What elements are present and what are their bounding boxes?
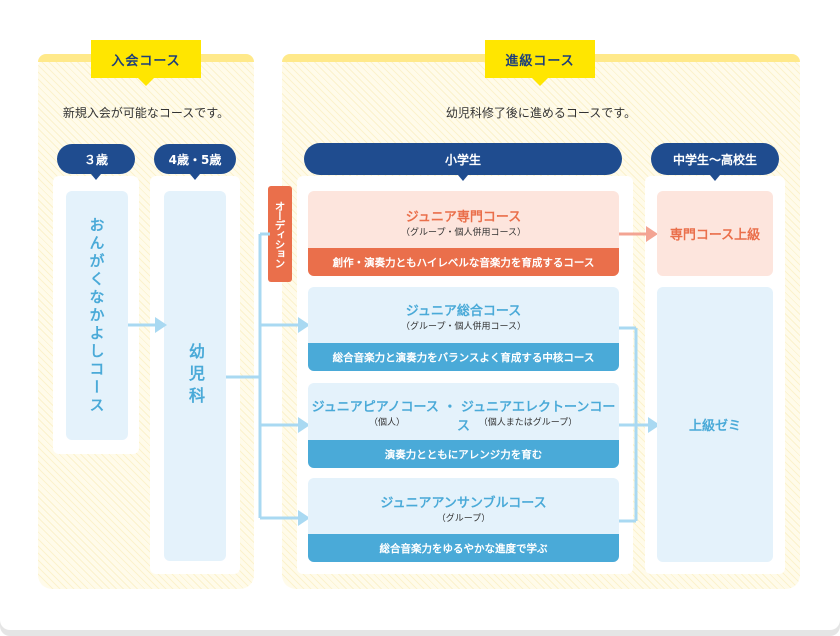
junior-sougou-title: ジュニア総合コース bbox=[405, 304, 522, 319]
senmon-upper-card: 専門コース上級 bbox=[657, 191, 773, 276]
audition-label: オーディション bbox=[273, 200, 286, 268]
junior-electone-sub: （個人またはグループ） bbox=[478, 418, 578, 428]
upper-seminar-label: 上級ゼミ bbox=[688, 419, 741, 434]
senmon-upper-label: 専門コース上級 bbox=[669, 228, 761, 243]
age45-label: 4歳・5歳 bbox=[154, 144, 236, 180]
entry-course-tab: 入会コース bbox=[91, 40, 201, 86]
junior-ensemble-title: ジュニアアンサンブルコース bbox=[380, 496, 547, 511]
elementary-label: 小学生 bbox=[304, 143, 622, 181]
junior-senmon-sub: （グループ・個人併用コース） bbox=[400, 228, 526, 238]
advanced-course-tab: 進級コース bbox=[485, 40, 595, 86]
upper-seminar-card: 上級ゼミ bbox=[657, 287, 773, 562]
junior-senmon-title: ジュニア専門コース bbox=[405, 210, 522, 225]
advanced-description: 幼児科修了後に進めるコースです。 bbox=[445, 106, 637, 120]
junior-piano-sub: （個人） bbox=[368, 418, 405, 428]
junior-ensemble-bar: 総合音楽力をゆるやかな進度で学ぶ bbox=[308, 534, 619, 562]
junior-ensemble-sub: （グループ） bbox=[436, 514, 491, 524]
junior-piano-electone-bar: 演奏力とともにアレンジ力を育む bbox=[308, 440, 619, 468]
nakayoshi-course: おんがくなかよしコース bbox=[66, 191, 128, 440]
age3-label: ３歳 bbox=[57, 144, 135, 180]
secondary-label: 中学生〜高校生 bbox=[651, 143, 779, 181]
junior-piano-electone-title: ジュニアピアノコース ・ ジュニアエレクトーンコース bbox=[311, 400, 616, 434]
junior-senmon-card: ジュニア専門コース （グループ・個人併用コース） 創作・演奏力ともハイレベルな音… bbox=[308, 191, 619, 276]
audition-tag: オーディション bbox=[268, 186, 292, 282]
junior-ensemble-card: ジュニアアンサンブルコース （グループ） 総合音楽力をゆるやかな進度で学ぶ bbox=[308, 478, 619, 562]
youjika-course: 幼児科 bbox=[164, 191, 226, 561]
junior-sougou-bar: 総合音楽力と演奏力をバランスよく育成する中核コース bbox=[308, 343, 619, 371]
junior-piano-electone-card: ジュニアピアノコース ・ ジュニアエレクトーンコース （個人） （個人またはグル… bbox=[308, 383, 619, 468]
junior-sougou-card: ジュニア総合コース （グループ・個人併用コース） 総合音楽力と演奏力をバランスよ… bbox=[308, 287, 619, 371]
junior-senmon-bar: 創作・演奏力ともハイレベルな音楽力を育成するコース bbox=[308, 248, 619, 276]
junior-sougou-sub: （グループ・個人併用コース） bbox=[400, 322, 526, 332]
entry-description: 新規入会が可能なコースです。 bbox=[62, 106, 230, 120]
